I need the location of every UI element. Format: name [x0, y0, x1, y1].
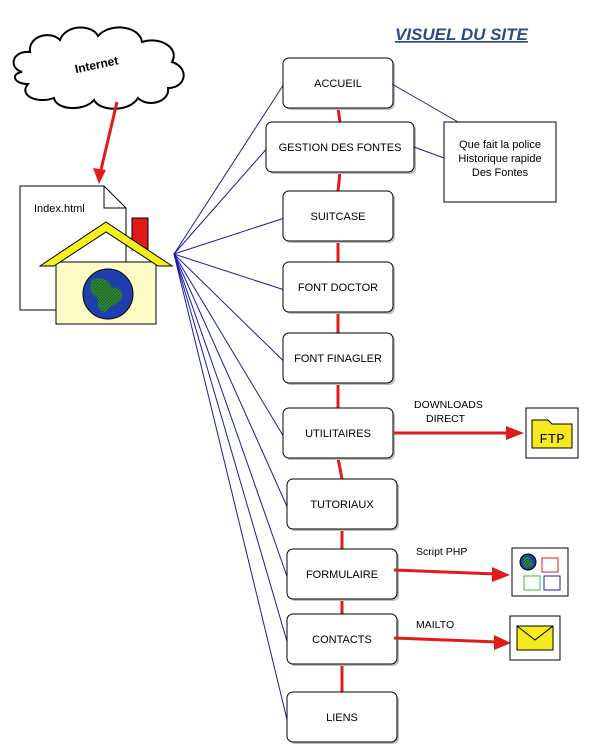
mailto-label: MAILTO: [416, 619, 454, 631]
chain-link-2: [336, 171, 342, 192]
php-arrow-head: [492, 567, 510, 582]
blue-link-4: [173, 253, 284, 290]
blue-link-8: [173, 253, 288, 577]
page-label-8: FORMULAIRE: [306, 569, 378, 581]
page-box-4: FONT DOCTOR: [282, 261, 395, 314]
info-link-line-1: [391, 83, 459, 123]
info-box: Que fait la police Historique rapide Des…: [443, 121, 557, 203]
page-label-7: TUTORIAUX: [310, 499, 374, 511]
page-box-9: CONTACTS: [286, 613, 399, 666]
index-label: Index.html: [34, 203, 85, 215]
page-box-8: FORMULAIRE: [286, 548, 399, 601]
page-title: VISUEL DU SITE: [395, 25, 529, 44]
form-script-icon: [511, 547, 569, 597]
internet-arrow-head: [93, 168, 106, 184]
internet-cloud: Internet: [12, 26, 185, 110]
info-line-3: Des Fontes: [472, 167, 529, 179]
page-label-6: UTILITAIRES: [305, 428, 371, 440]
direct-label: DIRECT: [426, 413, 466, 425]
page-box-5: FONT FINAGLER: [282, 332, 395, 385]
chain-link-6: [336, 457, 344, 480]
blue-link-2: [173, 149, 267, 255]
blue-link-1: [173, 85, 284, 255]
page-box-10: LIENS: [286, 691, 399, 744]
blue-link-9: [173, 253, 288, 642]
chain-link-1: [336, 107, 342, 123]
info-line-1: Que fait la police: [459, 139, 541, 151]
info-link-line-2: [413, 146, 445, 159]
envelope-icon: [509, 615, 561, 661]
script-php-label: Script PHP: [416, 546, 467, 558]
blue-link-5: [173, 253, 284, 361]
page-box-6: UTILITAIRES: [282, 407, 395, 460]
blue-link-lines: [173, 85, 288, 720]
page-label-2: GESTION DES FONTES: [279, 142, 402, 154]
page-label-4: FONT DOCTOR: [298, 282, 378, 294]
mailto-arrow-head: [494, 635, 511, 650]
page-label-10: LIENS: [326, 712, 358, 724]
blue-link-7: [173, 253, 288, 507]
page-label-9: CONTACTS: [312, 634, 372, 646]
blue-link-6: [173, 253, 284, 436]
blue-link-3: [173, 218, 284, 255]
internet-arrow: [98, 101, 119, 175]
ftp-label: FTP: [539, 432, 564, 448]
page-boxes: ACCUEIL GESTION DES FONTES SUITCASE FONT DO…: [265, 57, 416, 744]
home-house-icon: [38, 217, 174, 325]
downloads-arrow-head: [506, 426, 524, 440]
page-box-7: TUTORIAUX: [286, 478, 399, 531]
page-box-2: GESTION DES FONTES: [265, 121, 416, 174]
page-label-3: SUITCASE: [310, 211, 365, 223]
page-label-1: ACCUEIL: [314, 78, 362, 90]
page-box-3: SUITCASE: [282, 190, 395, 243]
php-arrow: [393, 568, 497, 576]
page-chain-lines: [336, 107, 344, 692]
blue-link-10: [173, 253, 288, 720]
page-label-5: FONT FINAGLER: [294, 353, 382, 365]
page-box-1: ACCUEIL: [282, 57, 395, 110]
downloads-label: DOWNLOADS: [414, 399, 483, 411]
info-line-2: Historique rapide: [458, 153, 541, 165]
mailto-arrow: [393, 636, 499, 644]
ftp-folder-icon: FTP: [525, 407, 579, 459]
